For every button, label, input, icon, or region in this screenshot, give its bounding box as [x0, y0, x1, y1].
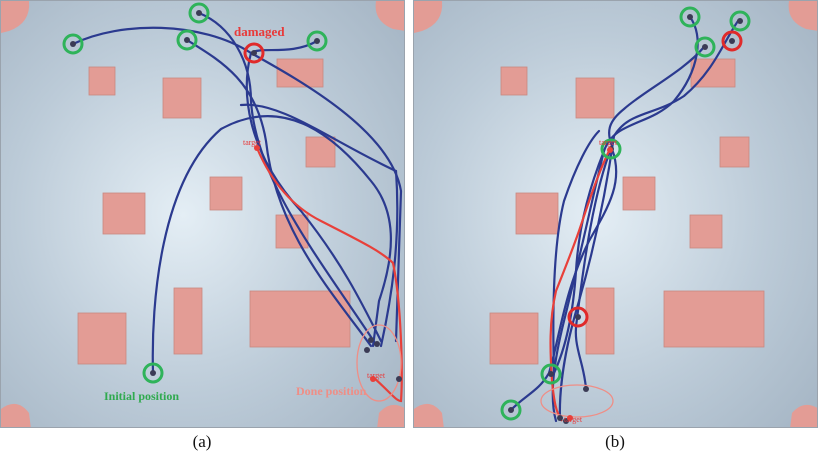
- trajectory: [509, 147, 618, 412]
- trajectory: [552, 149, 606, 375]
- trajectory: [151, 115, 392, 375]
- obstacle: [689, 214, 723, 249]
- done-region: [540, 384, 614, 418]
- target-label: target: [599, 138, 618, 147]
- damaged-trajectory: [549, 148, 611, 422]
- obstacle: [162, 77, 202, 119]
- trajectory: [551, 15, 699, 423]
- obstacle: [102, 192, 146, 235]
- agent-ring: [500, 399, 522, 421]
- corner-pad: [377, 404, 404, 427]
- initial-position-label: Initial position: [104, 389, 179, 403]
- agent-ring: [694, 36, 716, 58]
- damaged-ring: [567, 306, 589, 328]
- caption-a: (a): [192, 432, 212, 451]
- panel-a: damaged target target Initial position D…: [0, 0, 405, 428]
- trajectory: [185, 38, 373, 348]
- corner-pad: [1, 403, 31, 427]
- obstacle: [275, 214, 309, 249]
- agent: [62, 33, 84, 55]
- arena-a: damaged target target Initial position D…: [1, 1, 404, 427]
- target-marker: [254, 145, 260, 151]
- obstacle: [575, 77, 615, 119]
- target-marker: [607, 147, 613, 153]
- agent-ring: [188, 2, 210, 24]
- corner-pad: [1, 1, 30, 33]
- agent-ring: [679, 6, 701, 28]
- target-marker: [567, 415, 573, 421]
- obstacle: [209, 176, 243, 211]
- trajectory: [558, 19, 740, 421]
- drone: [368, 337, 374, 343]
- agent-ring: [540, 363, 562, 385]
- damaged-ring: [243, 42, 265, 64]
- obstacle: [622, 176, 656, 211]
- corner-pad: [790, 404, 817, 427]
- obstacle: [515, 192, 559, 235]
- corner-pad: [414, 403, 444, 427]
- drone: [557, 415, 563, 421]
- obstacle: [500, 66, 528, 96]
- target-label: target: [564, 415, 583, 424]
- damaged-trajectory: [255, 147, 403, 403]
- drone: [396, 376, 402, 382]
- corner-pad: [375, 1, 404, 31]
- drone: [583, 386, 589, 392]
- obstacle: [585, 287, 615, 355]
- agent-ring: [729, 10, 751, 32]
- done-region: [356, 324, 402, 402]
- target-marker: [370, 376, 376, 382]
- floor: [1, 1, 404, 427]
- obstacle: [77, 312, 127, 365]
- corner-pad: [414, 1, 443, 33]
- target-label: target: [367, 371, 386, 380]
- caption-b: (b): [605, 432, 625, 451]
- damaged-label: damaged: [234, 24, 285, 39]
- panel-b: target target: [413, 0, 818, 428]
- agent-ring: [142, 362, 164, 384]
- obstacle: [489, 312, 539, 365]
- agent-ring: [600, 138, 622, 160]
- trajectory: [239, 103, 399, 348]
- done-position-label: Done position: [296, 384, 367, 398]
- drone: [364, 347, 370, 353]
- damaged-ring: [721, 30, 743, 52]
- agent-ring: [176, 29, 198, 51]
- corner-pad: [788, 1, 817, 31]
- obstacle: [305, 136, 336, 168]
- drone: [374, 341, 380, 347]
- obstacle: [88, 66, 116, 96]
- obstacle: [173, 287, 203, 355]
- trajectory: [197, 11, 377, 345]
- obstacle: [719, 136, 750, 168]
- target-label: target: [243, 138, 262, 147]
- agent-ring: [306, 30, 328, 52]
- agent-ring: [62, 33, 84, 55]
- arena-b: target target: [414, 1, 817, 427]
- obstacle: [663, 290, 765, 348]
- trajectory: [552, 129, 601, 375]
- floor: [414, 1, 817, 427]
